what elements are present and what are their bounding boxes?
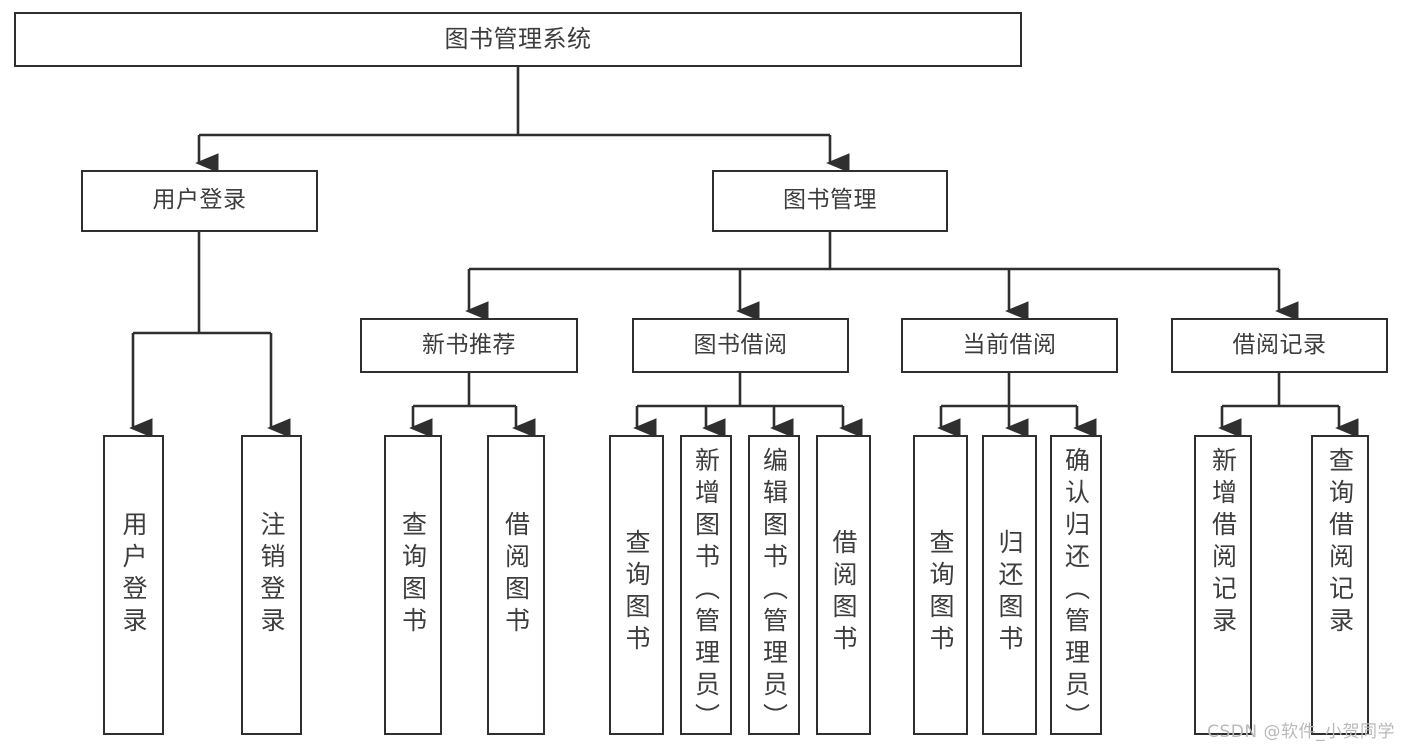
- node-leaf-rec-query-book[interactable]: 查询图书: [384, 435, 442, 735]
- node-label: 新书推荐: [422, 331, 516, 358]
- node-label: 确认归还（管理员）: [1061, 447, 1091, 735]
- node-label: 新增借阅记录: [1208, 447, 1238, 639]
- node-label: 借阅图书: [501, 511, 531, 639]
- node-label: 图书管理: [783, 187, 877, 214]
- csdn-watermark: CSDN @软件_小贺同学: [1207, 722, 1395, 742]
- node-leaf-rec-borrow-book[interactable]: 借阅图书: [487, 435, 545, 735]
- node-leaf-borrow-add-book-admin[interactable]: 新增图书（管理员）: [680, 435, 732, 735]
- node-label: 图书管理系统: [444, 25, 592, 54]
- node-leaf-logout[interactable]: 注销登录: [241, 435, 302, 735]
- node-leaf-current-confirm-return-admin[interactable]: 确认归还（管理员）: [1050, 435, 1102, 735]
- node-label: 用户登录: [152, 187, 247, 214]
- node-leaf-record-search[interactable]: 查询借阅记录: [1311, 435, 1369, 735]
- node-book-manage[interactable]: 图书管理: [712, 170, 948, 232]
- node-label: 借阅记录: [1232, 331, 1327, 358]
- node-label: 归还图书: [995, 529, 1024, 657]
- node-label: 查询图书: [622, 529, 651, 657]
- node-label: 注销登录: [257, 511, 286, 639]
- node-leaf-borrow-edit-book-admin[interactable]: 编辑图书（管理员）: [748, 435, 800, 735]
- node-label: 当前借阅: [962, 331, 1057, 358]
- node-label: 编辑图书（管理员）: [759, 447, 789, 735]
- node-root-system[interactable]: 图书管理系统: [14, 12, 1022, 67]
- node-label: 新增图书（管理员）: [691, 447, 721, 735]
- node-label: 用户登录: [119, 511, 148, 639]
- node-current-borrow[interactable]: 当前借阅: [901, 318, 1118, 373]
- node-label: 查询借阅记录: [1325, 447, 1355, 639]
- node-leaf-current-query-book[interactable]: 查询图书: [913, 435, 968, 735]
- node-label: 借阅图书: [829, 529, 858, 657]
- node-book-borrow[interactable]: 图书借阅: [632, 318, 849, 373]
- node-label: 查询图书: [398, 511, 428, 639]
- node-leaf-user-login[interactable]: 用户登录: [103, 435, 164, 735]
- node-user-login[interactable]: 用户登录: [81, 170, 318, 232]
- node-leaf-current-return-book[interactable]: 归还图书: [982, 435, 1037, 735]
- node-leaf-record-add[interactable]: 新增借阅记录: [1194, 435, 1252, 735]
- node-leaf-borrow-do-borrow[interactable]: 借阅图书: [816, 435, 871, 735]
- node-new-book-recommend[interactable]: 新书推荐: [360, 318, 578, 373]
- node-leaf-borrow-query-book[interactable]: 查询图书: [609, 435, 664, 735]
- node-label: 图书借阅: [693, 331, 788, 358]
- node-borrow-record[interactable]: 借阅记录: [1171, 318, 1388, 373]
- node-label: 查询图书: [926, 529, 955, 657]
